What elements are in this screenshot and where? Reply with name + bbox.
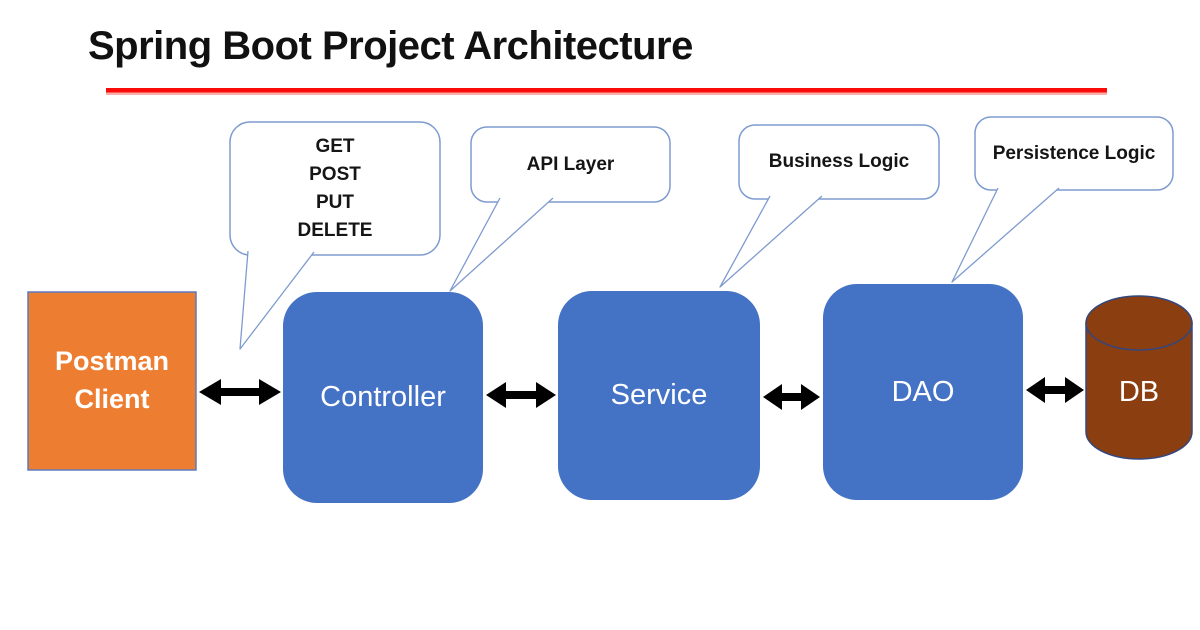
dao-label: DAO [891,375,955,408]
callout-http-methods-tail [239,250,315,350]
arrow-controller-service [486,382,556,408]
callout-persistence-logic-label: Persistence Logic [992,142,1156,164]
arrow-service-dao [763,384,820,410]
service-box [558,291,760,500]
callout-api-layer-tail [449,197,554,292]
controller-label: Controller [320,381,446,413]
callout-http-methods-label: GET POST PUT DELETE [230,122,440,255]
service-label: Service [610,379,708,411]
callout-api-layer-label: API Layer [526,153,615,175]
dao-box [823,284,1023,500]
db-label: DB [1118,375,1160,408]
arrow-dao-db [1026,377,1084,403]
http-method-delete: DELETE [297,219,373,241]
db-cylinder-top [1085,295,1193,351]
callout-http-methods-bubble [229,121,441,256]
callout-business-logic-tail [719,195,823,288]
callout-business-logic-label: Business Logic [768,151,910,172]
title-underline [106,88,1107,95]
callout-business-logic-bubble [738,124,940,200]
http-method-get: GET [315,135,355,157]
postman-client-label: Postman Client [54,346,170,414]
arrow-postman-controller [199,379,281,405]
db-cylinder-body [1085,322,1193,460]
postman-client-box [27,291,197,471]
http-method-post: POST [309,163,361,185]
page-title: Spring Boot Project Architecture [88,24,693,68]
callout-persistence-logic-bubble [974,116,1174,191]
callout-persistence-logic-tail [951,187,1060,283]
controller-box [283,292,483,503]
http-method-put: PUT [316,191,354,213]
callout-api-layer-bubble [470,126,671,203]
